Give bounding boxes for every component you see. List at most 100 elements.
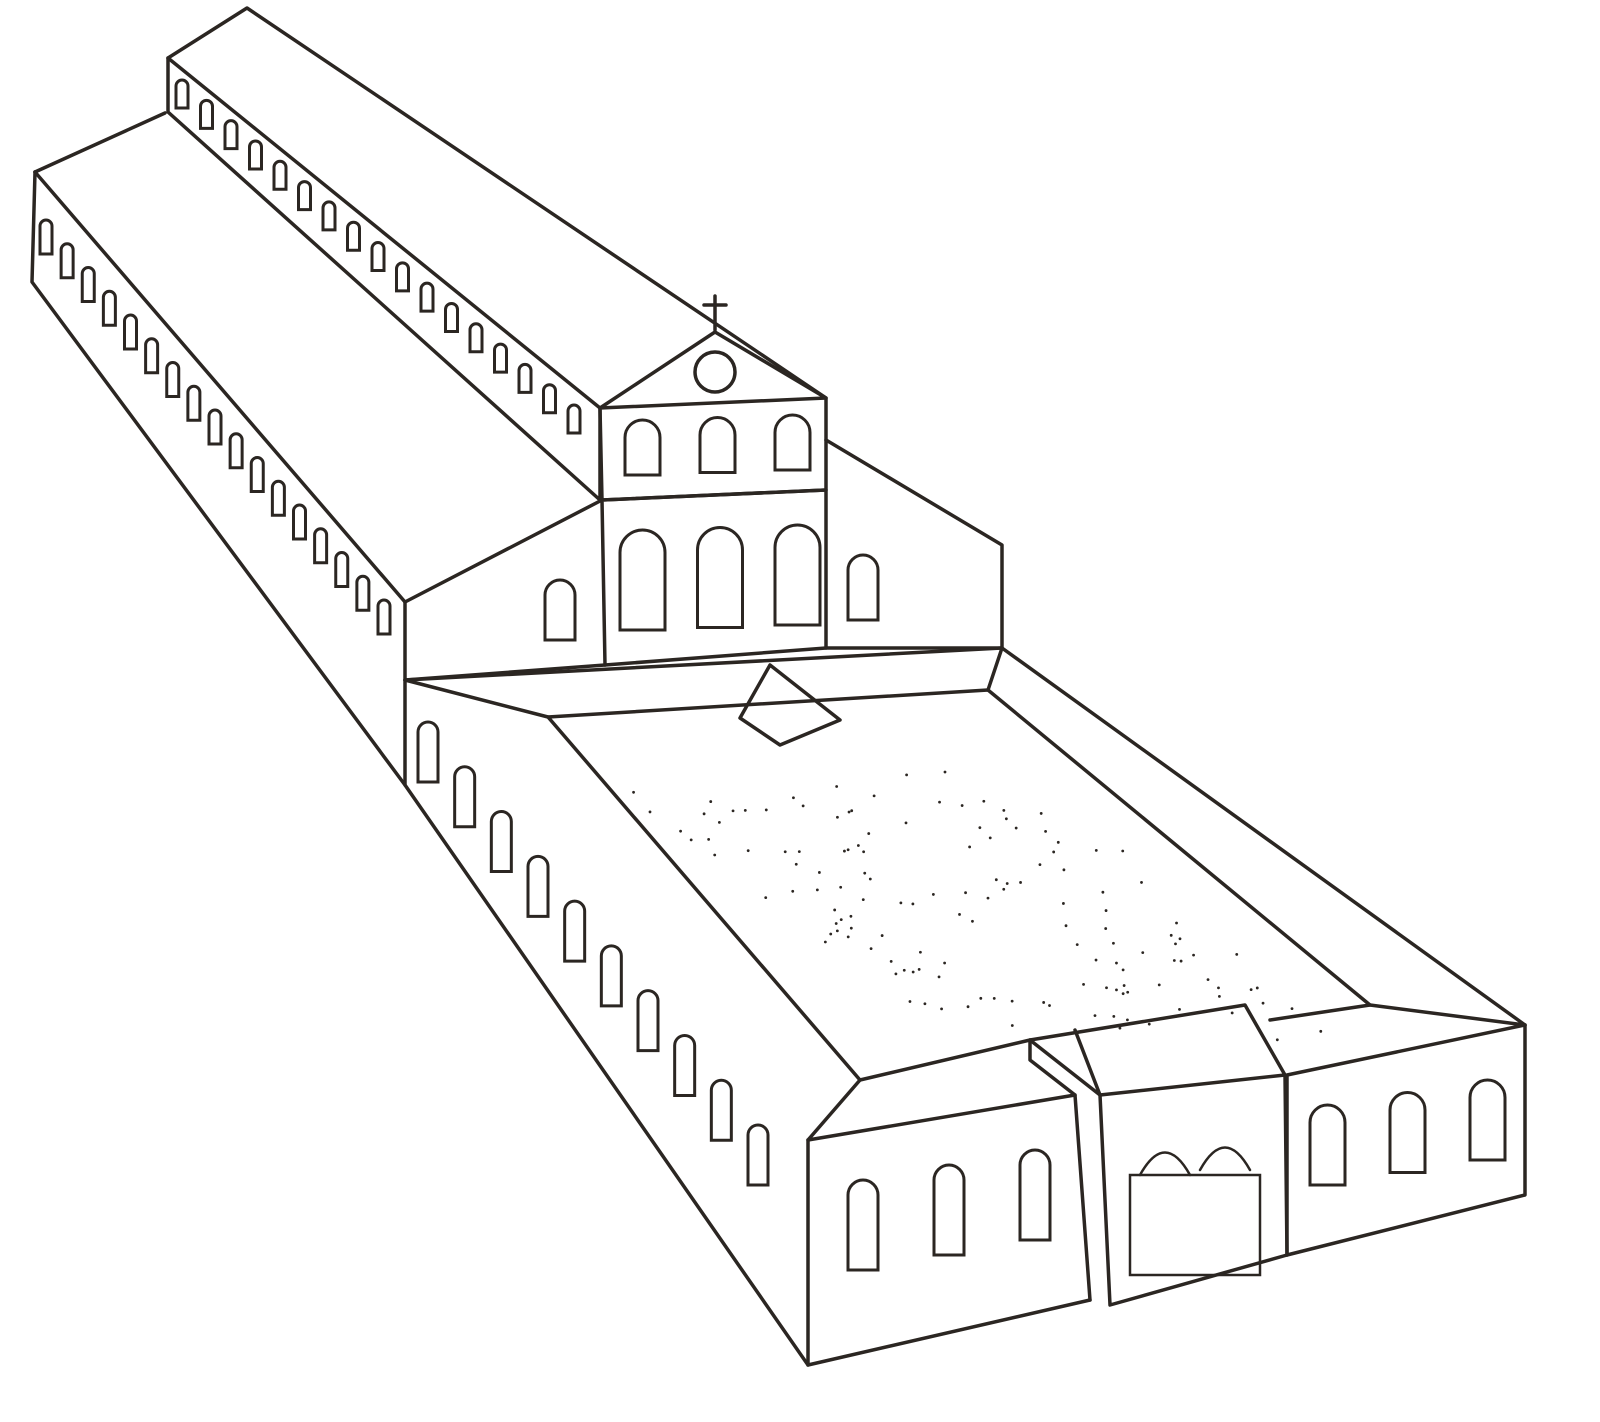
arched-window: [348, 222, 360, 250]
ground-dot: [863, 872, 866, 875]
ground-dot: [839, 886, 842, 889]
arched-window: [698, 528, 743, 628]
ground-dot: [919, 951, 922, 954]
ground-dot: [835, 785, 838, 788]
ground-dot: [744, 809, 747, 812]
ground-dot: [713, 854, 716, 857]
arched-window: [565, 901, 585, 961]
arched-window: [934, 1165, 964, 1255]
ground-dot: [1005, 817, 1008, 820]
ground-dot: [848, 811, 851, 814]
ground-dot: [1235, 953, 1238, 956]
ground-dot: [1218, 995, 1221, 998]
ground-dot: [703, 812, 706, 815]
ground-dot: [747, 849, 750, 852]
ground-dot: [679, 830, 682, 833]
arched-window: [146, 339, 158, 373]
cross-icon: [704, 296, 726, 330]
arched-window: [848, 1180, 878, 1270]
ground-dot: [1178, 1008, 1181, 1011]
ground-dot: [1126, 1018, 1129, 1021]
ground-dot: [1250, 988, 1253, 991]
ground-dot: [870, 947, 873, 950]
ground-dot: [836, 816, 839, 819]
ground-dot: [924, 1002, 927, 1005]
ground-dot: [938, 801, 941, 804]
ground-dot: [1057, 841, 1060, 844]
ground-dot: [1019, 881, 1022, 884]
ground-dot: [979, 997, 982, 1000]
ground-dot: [940, 1007, 943, 1010]
arched-window: [544, 385, 556, 413]
ground-dot: [1256, 987, 1259, 990]
arched-window: [167, 363, 179, 397]
arched-window: [176, 80, 188, 108]
arched-window: [495, 344, 507, 372]
ground-dot: [833, 909, 836, 912]
ground-dot: [791, 890, 794, 893]
arched-window: [378, 600, 390, 634]
ground-dot: [802, 804, 805, 807]
arched-window: [372, 243, 384, 271]
ground-dot: [978, 826, 981, 829]
ground-dot: [784, 850, 787, 853]
arched-window: [336, 553, 348, 587]
ground-dot: [968, 846, 971, 849]
ground-dot: [795, 863, 798, 866]
ground-dot: [1048, 1004, 1051, 1007]
ground-dot: [918, 968, 921, 971]
ground-dot: [995, 878, 998, 881]
arched-window: [357, 576, 369, 610]
ground-dot: [911, 903, 914, 906]
ground-dot: [1039, 863, 1042, 866]
ground-dot: [943, 962, 946, 965]
arched-window: [700, 418, 735, 473]
arched-window: [1020, 1150, 1050, 1240]
ground-dot: [1082, 983, 1085, 986]
arched-window: [250, 141, 262, 169]
ground-dot: [1291, 1007, 1294, 1010]
arched-window: [519, 364, 531, 392]
arched-window: [82, 268, 94, 302]
arched-window: [711, 1080, 731, 1140]
arched-window: [103, 291, 115, 325]
ground-dot: [869, 878, 872, 881]
arched-window: [397, 263, 409, 291]
ground-dot: [905, 821, 908, 824]
ground-dot: [1011, 1024, 1014, 1027]
aisle-left: [32, 113, 405, 785]
ground-dot: [989, 836, 992, 839]
ground-dot: [798, 850, 801, 853]
ground-dot: [1076, 943, 1079, 946]
ground-dot: [1094, 1014, 1097, 1017]
ground-dot: [1122, 968, 1125, 971]
ground-dot: [1319, 1030, 1322, 1033]
arched-window: [528, 856, 548, 916]
arched-window: [568, 405, 580, 433]
ground-dot: [649, 811, 652, 814]
arched-window: [201, 100, 213, 128]
gatehouse: [1030, 1005, 1287, 1305]
rose-window: [695, 352, 735, 392]
arched-window: [315, 529, 327, 563]
ground-dot: [1002, 809, 1005, 812]
ground-dot: [829, 933, 832, 936]
ground-dot: [905, 773, 908, 776]
arched-window: [675, 1035, 695, 1095]
ground-dot: [1207, 978, 1210, 981]
ground-dot: [1052, 851, 1055, 854]
ground-dot: [840, 918, 843, 921]
ground-dot: [895, 972, 898, 975]
arched-window: [1310, 1105, 1345, 1185]
ground-dot: [1122, 992, 1125, 995]
ground-dot: [909, 1000, 912, 1003]
arched-window: [225, 121, 237, 149]
arched-window: [323, 202, 335, 230]
arched-window: [294, 505, 306, 539]
ground-dot: [850, 927, 853, 930]
arched-window: [1390, 1093, 1425, 1173]
arched-window: [421, 283, 433, 311]
ground-dot: [847, 935, 850, 938]
ground-dot: [944, 771, 947, 774]
